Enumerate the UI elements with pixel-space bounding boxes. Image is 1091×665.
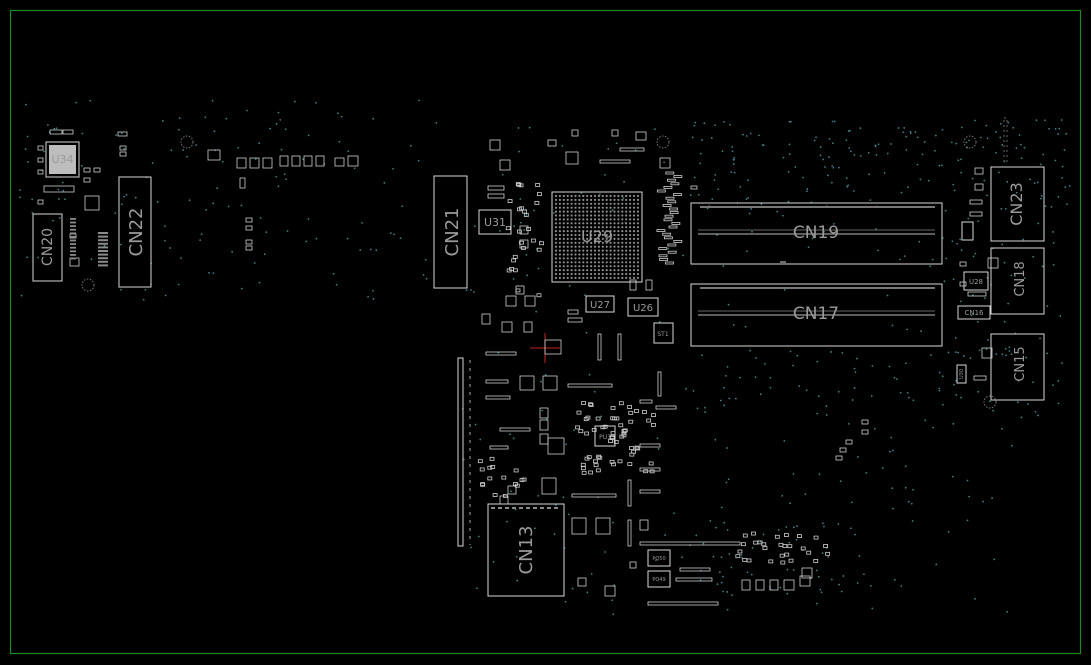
cn21-label: CN21: [442, 208, 463, 257]
u28-label: U28: [969, 278, 983, 286]
pq50-label: PQ50: [652, 556, 665, 562]
board-edge: [9, 9, 1082, 655]
center-cluster: CN21 U31 U29 U27 U26 ST1 CN13 PU3 PQ50 P…: [433, 129, 831, 606]
u29-label: U29: [581, 227, 613, 246]
cn20-label: CN20: [40, 228, 56, 266]
cn16-label: CN16: [964, 309, 984, 317]
st1-label: ST1: [657, 331, 668, 338]
cn19-label: CN19: [793, 223, 839, 243]
u34-label: U34: [51, 153, 73, 166]
cn17-label: CN17: [793, 304, 839, 324]
left-cluster: U34 CN20 CN22: [32, 129, 359, 292]
cn15-label: CN15: [1013, 346, 1028, 381]
cn23-label: CN23: [1007, 182, 1026, 226]
u26-label: U26: [633, 303, 653, 314]
cn18-label: CN18: [1013, 261, 1028, 296]
u29-bga-grid: [554, 194, 640, 279]
cn13-label: CN13: [516, 526, 537, 575]
cn22-label: CN22: [126, 208, 147, 257]
u27-label: U27: [590, 300, 610, 311]
u30-label: U30: [959, 369, 965, 379]
u31-label: U31: [484, 216, 506, 229]
pu3-label: PU3: [599, 434, 611, 441]
right-cluster: CN19 CN17 CN23 CN18 CN15 U28 CN16 U30: [635, 117, 1045, 461]
pq49-label: PQ49: [652, 577, 665, 583]
